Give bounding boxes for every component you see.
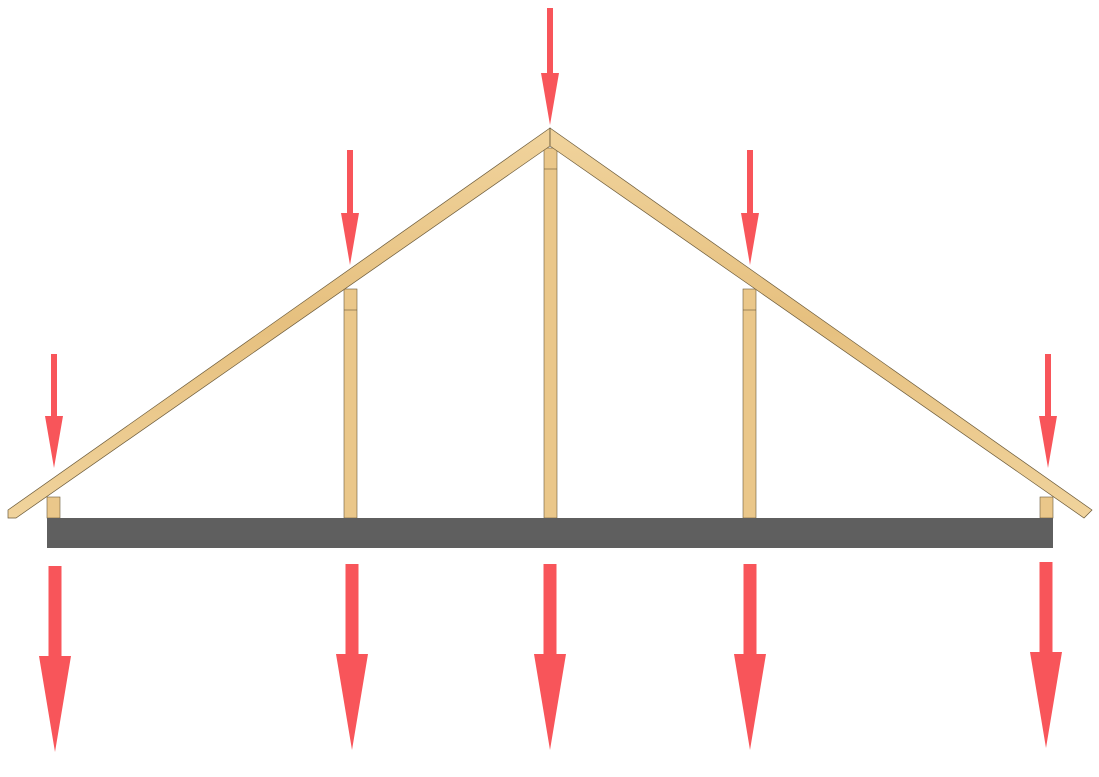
roof-load-arrow [541, 8, 559, 125]
roof-load-arrow [741, 150, 759, 265]
reaction-load-arrow [534, 564, 566, 750]
wall-plate-block [1039, 496, 1054, 519]
reaction-load-arrow [336, 564, 368, 750]
vertical-post [343, 288, 358, 519]
reaction-load-arrow [1030, 562, 1062, 748]
left-rafter [7, 127, 551, 519]
load-arrows [39, 8, 1062, 752]
truss-frame [7, 127, 1093, 519]
vertical-post [742, 288, 757, 519]
vertical-post [543, 147, 558, 519]
reaction-load-arrow [734, 564, 766, 750]
wall-plate-block [46, 496, 61, 519]
roof-load-arrow [45, 354, 63, 468]
reaction-load-arrow [39, 566, 71, 752]
roof-load-arrow [341, 150, 359, 265]
floor-beam [47, 518, 1053, 548]
roof-load-arrow [1039, 354, 1057, 468]
right-rafter [549, 127, 1093, 519]
